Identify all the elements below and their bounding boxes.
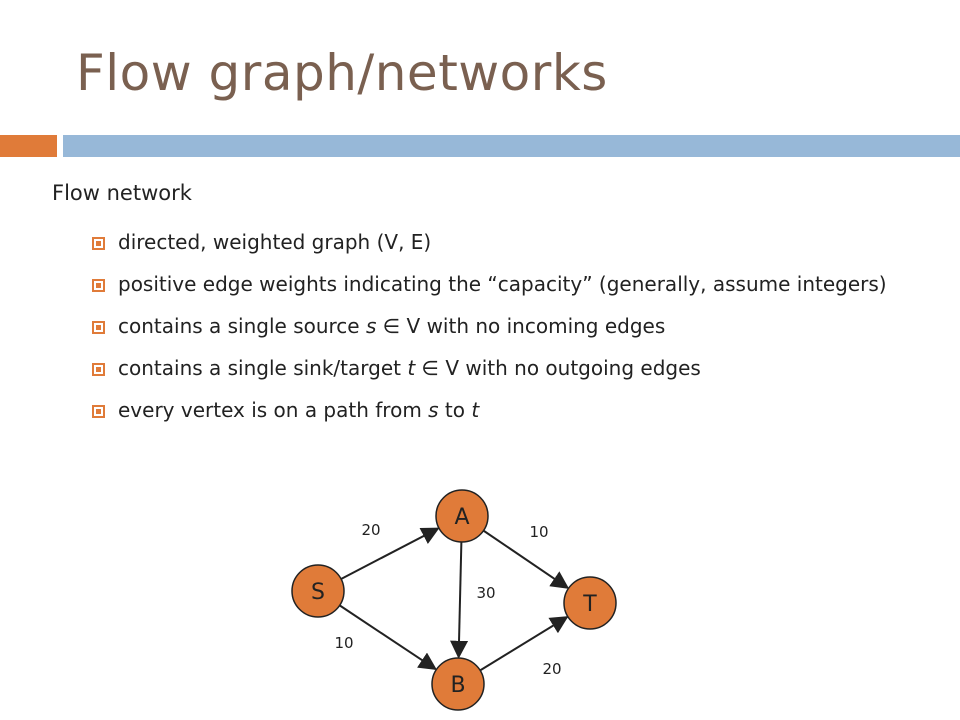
bullet-text: ∈ V with no outgoing edges [415,356,701,380]
node-label: S [311,580,325,605]
bullet-variable: t [471,398,480,422]
bullet-item: contains a single sink/target t ∈ V with… [92,354,922,383]
bullet-text: positive edge weights indicating the “ca… [118,272,887,296]
bullet-text: to [438,398,472,422]
bullet-variable: t [407,356,416,380]
edge-weight-label: 20 [542,660,561,678]
bullet-variable: s [365,314,377,338]
node-label: B [450,673,465,698]
bullet-text: every vertex is on a path from [118,398,429,422]
edge-s-b [339,604,438,671]
edge-weight-label: 10 [529,523,548,541]
node-label: A [454,505,469,530]
bullet-text: contains a single sink/target [118,356,408,380]
node-label: T [582,592,597,617]
bullet-list: directed, weighted graph (V, E) positive… [92,228,922,443]
bullet-text: ∈ V with no incoming edges [376,314,666,338]
bullet-item: directed, weighted graph (V, E) [92,228,922,257]
title-rule-accent [0,135,57,157]
bullet-square-icon [92,363,105,376]
edge-weight-label: 30 [476,584,495,602]
node-a [435,489,489,543]
bullet-square-icon [92,279,105,292]
bullet-text: directed, weighted graph (V, E) [118,230,432,254]
edge-a-b [450,541,469,659]
bullet-square-icon [92,405,105,418]
node-s [291,564,345,618]
bullet-item: contains a single source s ∈ V with no i… [92,312,922,341]
bullet-item: positive edge weights indicating the “ca… [92,270,922,299]
bullet-text: contains a single source [118,314,366,338]
bullet-item: every vertex is on a path from s to t [92,396,922,425]
edge-s-a [340,527,440,580]
edge-b-t [479,616,569,672]
bullet-variable: s [428,398,439,422]
edge-weight-label: 10 [334,634,353,652]
node-t [563,576,617,630]
edge-a-t [482,529,570,589]
title-rule-bar [63,135,960,157]
edge-weight-label: 20 [361,521,380,539]
node-b [431,657,485,711]
bullet-square-icon [92,237,105,250]
section-heading: Flow network [52,181,192,205]
bullet-square-icon [92,321,105,334]
slide-title: Flow graph/networks [76,44,608,102]
